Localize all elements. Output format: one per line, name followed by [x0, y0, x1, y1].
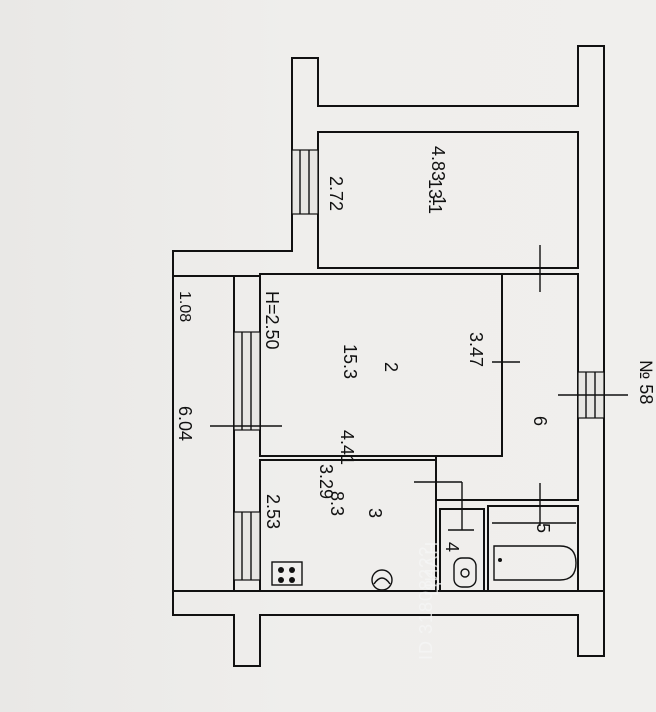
window-room2 [233, 331, 261, 431]
bath-box [487, 505, 579, 592]
corridor-length: 6.04 [175, 406, 195, 441]
room1-side: 2.72 [326, 176, 346, 211]
bathtub-icon [493, 545, 577, 581]
room3-side: 2.53 [263, 494, 283, 529]
room2-area: 15.3 [340, 344, 360, 379]
window-room1 [291, 149, 319, 215]
edge-label: № 58 [636, 360, 656, 404]
toilet-seat [460, 568, 470, 578]
stove-burner [278, 567, 284, 573]
plan-details [210, 245, 628, 591]
bathtub-drain [498, 558, 502, 562]
watermark-id: ID 318082?? [416, 546, 436, 660]
room1-number: 1 [429, 196, 449, 206]
room3-area: 8.3 [327, 491, 347, 516]
corridor-width: 1.08 [176, 291, 193, 322]
room3-number: 3 [365, 508, 385, 518]
windows [233, 149, 605, 581]
stove-burner [289, 577, 295, 583]
room1-box [317, 131, 579, 269]
watermark-brand: ЦИАН [422, 541, 442, 596]
toilet-icon [453, 557, 477, 588]
stove-burner [289, 567, 295, 573]
room2-side: 3.47 [466, 332, 486, 367]
hall-box [435, 273, 579, 501]
walls [172, 45, 605, 667]
room3-box [259, 459, 437, 592]
window-room3 [233, 511, 261, 581]
wc-number: 4 [442, 542, 462, 552]
stove-icon [271, 561, 303, 586]
room2-box [259, 273, 503, 457]
sink-icon [371, 569, 393, 591]
room2-width: 4.41 [337, 430, 357, 465]
stove-burner [278, 577, 284, 583]
bath-number: 5 [533, 523, 553, 533]
labels: 4.83 2.72 1 13.1 H=2.50 2 15.3 3.47 4.41… [175, 146, 656, 660]
hall-number: 6 [530, 416, 550, 426]
room1-width: 4.83 [428, 146, 448, 181]
room2-height: H=2.50 [262, 291, 282, 350]
room3-width: 3.29 [316, 464, 336, 499]
room1-area: 13.1 [425, 179, 445, 214]
sink-detail [373, 577, 391, 585]
room2-number: 2 [381, 362, 401, 372]
